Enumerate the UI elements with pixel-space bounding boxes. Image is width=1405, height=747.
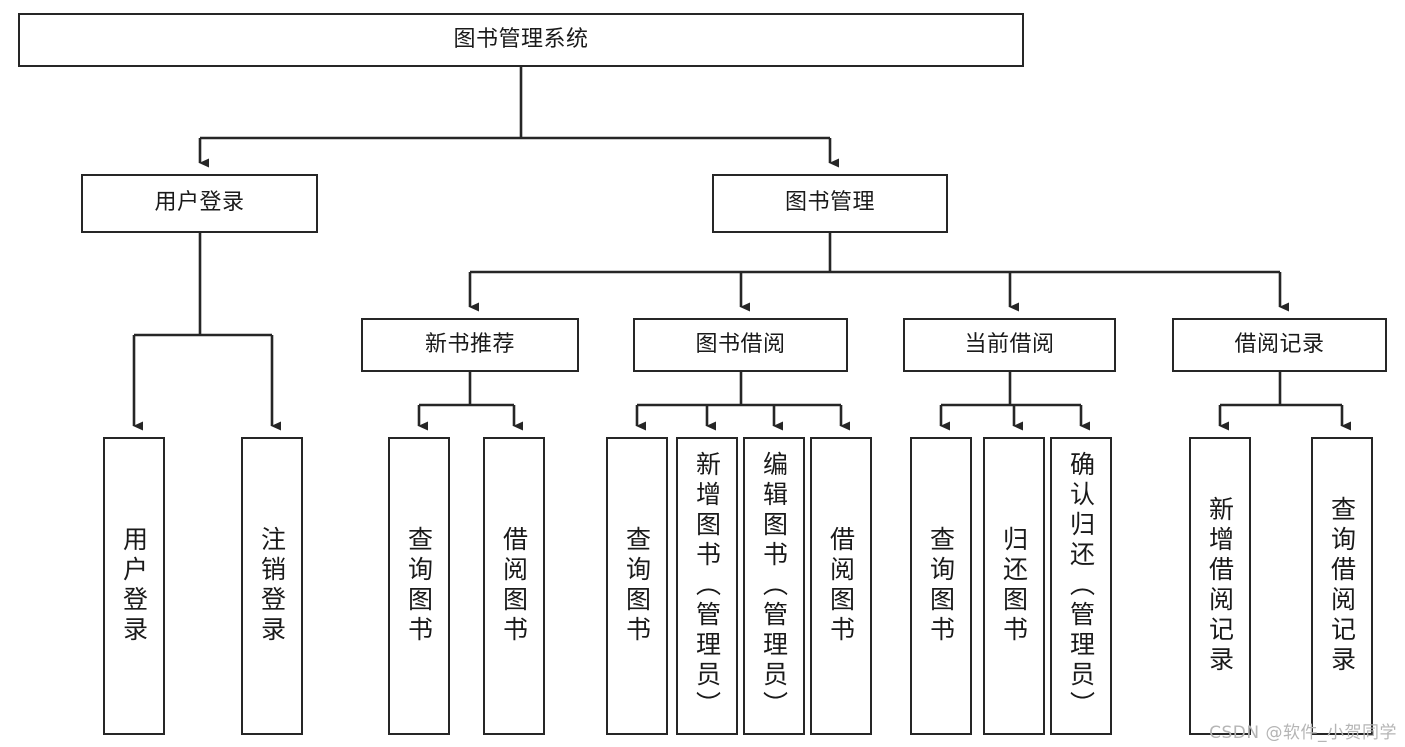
node-label: 查询图书 <box>622 526 652 646</box>
node-label: 新书推荐 <box>424 331 515 357</box>
node-label: 新增借阅记录 <box>1205 496 1235 676</box>
node-label: 图书管理 <box>784 190 875 216</box>
node-label: 用户登录 <box>154 190 245 216</box>
node-leaf_add_book[interactable]: 新增图书（管理员） <box>676 437 738 735</box>
node-leaf_query_book_2[interactable]: 查询图书 <box>606 437 668 735</box>
node-label: 注销登录 <box>257 526 287 646</box>
node-leaf_query_book_1[interactable]: 查询图书 <box>388 437 450 735</box>
node-label: 当前借阅 <box>964 331 1055 357</box>
node-leaf_edit_book[interactable]: 编辑图书（管理员） <box>743 437 805 735</box>
node-label: 借阅记录 <box>1234 331 1325 357</box>
node-label: 借阅图书 <box>499 526 529 646</box>
node-label: 图书管理系统 <box>453 26 589 52</box>
node-label: 确认归还（管理员） <box>1066 451 1096 721</box>
node-leaf_user_login[interactable]: 用户登录 <box>103 437 165 735</box>
node-current_borrow[interactable]: 当前借阅 <box>903 318 1116 372</box>
node-label: 查询图书 <box>404 526 434 646</box>
node-book_borrow[interactable]: 图书借阅 <box>633 318 848 372</box>
node-label: 借阅图书 <box>826 526 856 646</box>
node-root[interactable]: 图书管理系统 <box>18 13 1024 67</box>
node-label: 查询图书 <box>926 526 956 646</box>
node-new_book_rec[interactable]: 新书推荐 <box>361 318 579 372</box>
node-leaf_borrow_book_2[interactable]: 借阅图书 <box>810 437 872 735</box>
node-label: 用户登录 <box>119 526 149 646</box>
node-label: 查询借阅记录 <box>1327 496 1357 676</box>
node-leaf_query_book_3[interactable]: 查询图书 <box>910 437 972 735</box>
node-label: 图书借阅 <box>695 331 786 357</box>
node-leaf_borrow_book_1[interactable]: 借阅图书 <box>483 437 545 735</box>
node-book_mgmt[interactable]: 图书管理 <box>712 174 948 233</box>
node-label: 归还图书 <box>999 526 1029 646</box>
node-leaf_confirm_return[interactable]: 确认归还（管理员） <box>1050 437 1112 735</box>
node-label: 编辑图书（管理员） <box>759 451 789 721</box>
node-leaf_user_logout[interactable]: 注销登录 <box>241 437 303 735</box>
node-leaf_add_record[interactable]: 新增借阅记录 <box>1189 437 1251 735</box>
node-borrow_record[interactable]: 借阅记录 <box>1172 318 1387 372</box>
node-leaf_return_book[interactable]: 归还图书 <box>983 437 1045 735</box>
csdn-watermark: CSDN @软件_小贺同学 <box>1209 723 1397 743</box>
node-user_login[interactable]: 用户登录 <box>81 174 318 233</box>
node-label: 新增图书（管理员） <box>692 451 722 721</box>
node-leaf_query_record[interactable]: 查询借阅记录 <box>1311 437 1373 735</box>
